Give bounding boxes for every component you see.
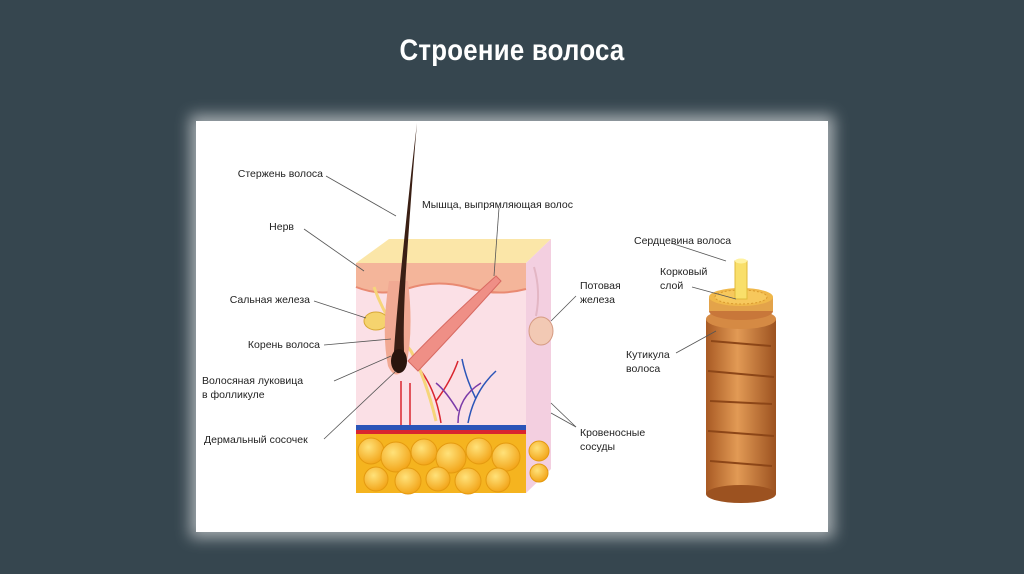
medulla-core [734,260,748,300]
label-sweat-gland: Потовая железа [580,280,621,306]
sweat-gland [528,316,554,346]
sebaceous-gland [363,311,389,331]
label-blood-vessels: Кровеносные сосуды [580,427,646,453]
label-cuticle: Кутикула волоса [626,349,670,375]
label-cortex: Корковый слой [660,266,708,292]
label-arrector-muscle: Мышца, выпрямляющая волос [422,199,574,211]
label-hair-root: Корень волоса [247,339,320,351]
skin-top-face [356,239,551,263]
leader-lines [303,175,737,440]
sweat-duct [533,266,540,317]
label-medulla: Сердцевина волоса [634,235,732,247]
capillaries [400,358,497,425]
skin-cross-section [355,239,551,495]
nerve-fiber [372,286,438,422]
hair-shaft [393,123,417,373]
label-hair-bulb: Волосяная луковица в фолликуле [202,375,304,401]
arrector-muscle [407,275,502,372]
skin-right-face [526,239,551,493]
label-nerve: Нерв [269,221,294,233]
fat-cells [357,437,550,495]
artery-band [356,430,526,434]
label-hair-shaft: Стержень волоса [237,168,323,180]
hair-structure-diagram [303,123,776,503]
slide-title: Строение волоса [399,34,625,67]
hair-structure-figure: Стержень волоса Нерв Сальная железа Коре… [196,121,828,532]
hair-bulb [391,349,407,373]
vein-band [356,425,526,430]
hair-cylinder [706,258,776,503]
label-sebaceous-gland: Сальная железа [229,294,310,306]
label-dermal-papilla: Дермальный сосочек [204,434,308,446]
